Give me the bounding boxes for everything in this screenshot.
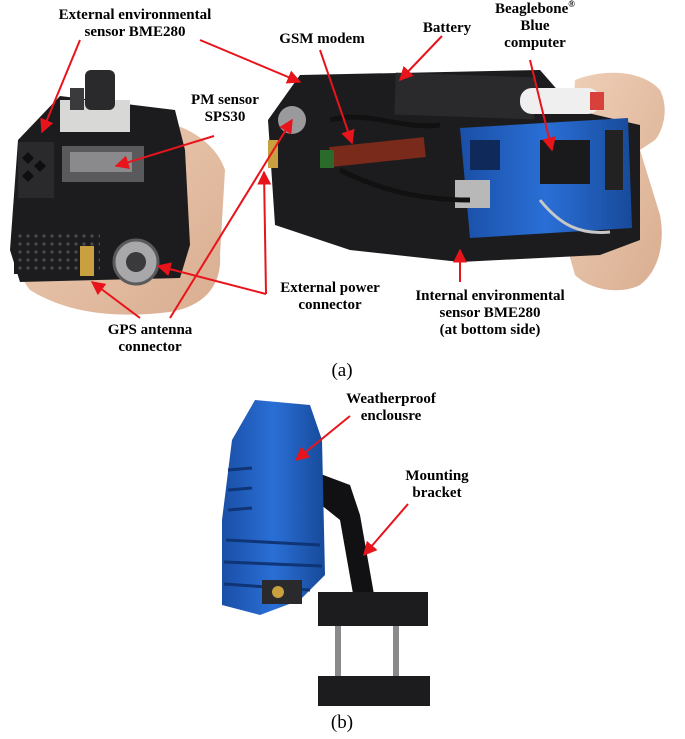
arrow-gps-right: [169, 118, 293, 319]
arrow-gsm: [319, 49, 355, 145]
clamp-bottom: [318, 676, 430, 706]
arrow-ext-env-left: [40, 39, 81, 134]
mounting-bracket-shape: [310, 470, 375, 605]
label-line: External power: [280, 280, 380, 296]
label-ext-power: External power connector: [265, 280, 395, 314]
label-beaglebone: Beaglebone® Blue computer: [480, 0, 590, 52]
caption-panel-a: (a): [331, 360, 353, 381]
label-line: Blue: [520, 18, 550, 34]
clamp-top: [318, 592, 428, 626]
label-line: External environmental: [58, 7, 212, 23]
battery-block: [394, 72, 536, 120]
label-line: Battery: [422, 20, 472, 36]
label-line: SPS30: [204, 109, 246, 125]
gps-connector-shape: [80, 246, 94, 276]
arrow-weatherproof: [294, 415, 351, 461]
label-line: sensor BME280: [439, 305, 541, 321]
arrow-beaglebone: [529, 59, 556, 152]
annotation-arrows: [40, 35, 556, 557]
left-device-photo: [10, 70, 225, 315]
gsm-board: [329, 137, 426, 167]
label-line: GPS antenna: [107, 322, 193, 338]
arrow-ext-env-right: [199, 39, 302, 84]
label-line: enclousre: [360, 408, 422, 424]
label-line: (at bottom side): [439, 322, 541, 338]
arrow-power-left: [156, 262, 267, 295]
label-gps-antenna: GPS antenna connector: [90, 322, 210, 356]
registered-mark: ®: [568, 0, 576, 9]
label-line: connector: [118, 339, 182, 355]
label-ext-env-sensor: External environmental sensor BME280: [50, 7, 220, 41]
label-int-env-sensor: Internal environmental sensor BME280 (at…: [400, 288, 580, 339]
label-line: computer: [504, 35, 566, 51]
label-line: sensor BME280: [84, 24, 186, 40]
label-pm-sensor: PM sensor SPS30: [180, 92, 270, 126]
arrow-mounting: [363, 503, 409, 557]
battery-cell: [520, 88, 600, 114]
caption-panel-b: (b): [330, 712, 354, 733]
arrow-power-right: [257, 170, 272, 295]
label-line: GSM modem: [279, 31, 365, 47]
arrow-battery: [399, 35, 443, 82]
label-weatherproof: Weatherproof enclousre: [336, 391, 446, 425]
label-gsm-modem: GSM modem: [272, 31, 372, 48]
beaglebone-name: Beaglebone: [494, 1, 569, 17]
label-line: PM sensor: [191, 92, 259, 108]
label-line: Beaglebone®: [480, 0, 590, 18]
label-mounting: Mounting bracket: [392, 468, 482, 502]
weatherproof-device-photo: [222, 400, 430, 706]
open-device-photo: [268, 70, 665, 291]
label-line: connector: [298, 297, 362, 313]
arrow-gps-left: [90, 281, 141, 319]
label-line: Mounting: [405, 468, 469, 484]
label-line: Weatherproof: [346, 391, 436, 407]
label-line: bracket: [412, 485, 462, 501]
label-line: Internal environmental: [415, 288, 565, 304]
arrow-pm: [114, 135, 215, 170]
label-battery: Battery: [412, 20, 482, 37]
